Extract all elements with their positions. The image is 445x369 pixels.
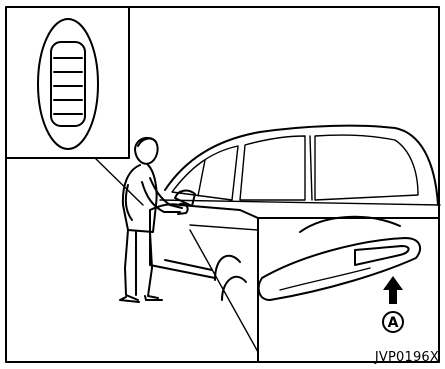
handle-leader-line-bottom bbox=[190, 230, 258, 352]
handle-leader-line-top bbox=[190, 225, 258, 230]
fob-inset-panel bbox=[6, 7, 129, 158]
callout-a-label: A bbox=[388, 315, 399, 331]
person-figure bbox=[120, 138, 188, 302]
callout-a: A bbox=[383, 312, 403, 332]
fob-leader-line bbox=[95, 158, 143, 205]
figure-id: JVP0196X bbox=[375, 350, 439, 365]
key-fob-icon bbox=[38, 19, 98, 149]
